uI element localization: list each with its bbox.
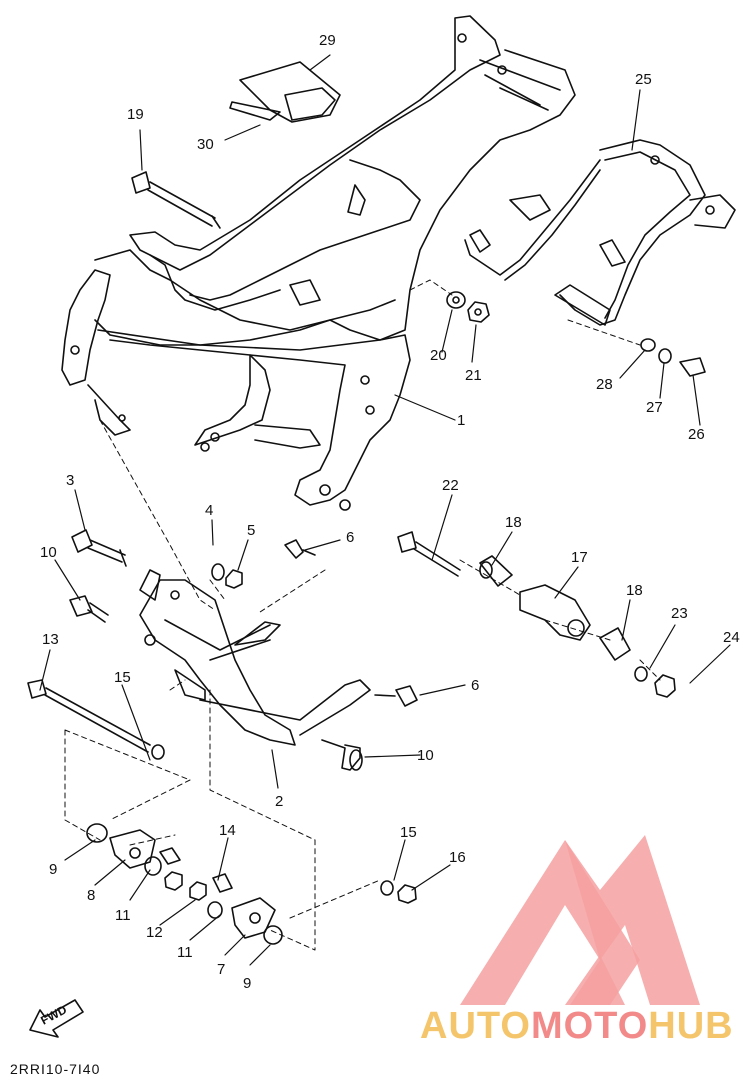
callout-15-left: 15: [114, 669, 131, 686]
callout-24: 24: [723, 629, 740, 646]
washer-4: [211, 563, 225, 581]
callout-1: 1: [457, 412, 466, 429]
callout-21: 21: [465, 367, 482, 384]
callout-15-right: 15: [400, 824, 417, 841]
callout-28: 28: [596, 376, 613, 393]
callout-11-right: 11: [177, 944, 193, 961]
watermark-part-auto: AUTO: [420, 1005, 531, 1047]
diagram-code: 2RRI10-7I40: [10, 1061, 101, 1077]
washer-28: [640, 338, 656, 352]
collar-18-upper: [479, 555, 513, 587]
callout-10-left: 10: [40, 544, 57, 561]
nut-12-b: [189, 881, 207, 901]
washer-20: [446, 291, 466, 309]
watermark-logo: [460, 835, 700, 1005]
bolt-10-left: [69, 595, 109, 623]
bolt-3: [71, 529, 127, 567]
callout-19: 19: [127, 106, 144, 123]
frame-label-sticker: [229, 61, 341, 123]
nut-16: [397, 884, 417, 904]
washer-11-right: [207, 901, 223, 919]
bolt-6-lower: [374, 685, 418, 707]
damper-9-right: [263, 925, 283, 945]
callout-2: 2: [275, 793, 284, 810]
callout-12: 12: [146, 924, 163, 941]
watermark-part-moto: MOTO: [530, 1005, 649, 1047]
callout-4: 4: [205, 502, 214, 519]
callout-8: 8: [87, 887, 96, 904]
callout-26: 26: [688, 426, 705, 443]
callout-18-lower: 18: [626, 582, 643, 599]
washer-11-left: [144, 856, 162, 876]
callout-13: 13: [42, 631, 59, 648]
callout-14: 14: [219, 822, 236, 839]
callout-11-left: 11: [115, 907, 131, 924]
bolt-19: [131, 171, 221, 229]
bolt-26: [679, 357, 706, 377]
bracket-17: [519, 584, 591, 641]
callout-9-right: 9: [243, 975, 252, 992]
callout-6-upper: 6: [346, 529, 355, 546]
damper-9-left: [86, 823, 108, 843]
callout-30: 30: [197, 136, 214, 153]
callout-3: 3: [66, 472, 75, 489]
bolt-6-upper: [284, 539, 316, 559]
washer-15-left: [151, 744, 165, 760]
callout-22: 22: [442, 477, 459, 494]
callout-6-lower: 6: [471, 677, 480, 694]
main-frame: [61, 15, 576, 511]
callout-25: 25: [635, 71, 652, 88]
bolt-10-right: [321, 739, 361, 771]
callout-9-left: 9: [49, 861, 58, 878]
rear-frame-25: [464, 139, 736, 326]
engine-mount-bracket-2: [139, 569, 371, 746]
bracket-7: [231, 897, 276, 939]
watermark-part-hub: HUB: [648, 1005, 734, 1047]
callout-17: 17: [571, 549, 588, 566]
washer-15-right: [380, 880, 394, 896]
nut-5: [225, 569, 243, 589]
callout-10-right: 10: [417, 747, 434, 764]
callout-29: 29: [319, 32, 336, 49]
bolt-22: [397, 531, 461, 577]
watermark-brand: AUTOMOTOHUB: [420, 1005, 734, 1048]
nut-21: [467, 301, 490, 323]
nut-24: [654, 674, 676, 698]
bolt-14-upper: [159, 847, 181, 865]
callout-7: 7: [217, 961, 226, 978]
washer-27: [658, 348, 672, 364]
callout-23: 23: [671, 605, 688, 622]
bolt-14-lower: [212, 873, 233, 893]
callout-27: 27: [646, 399, 663, 416]
bolt-13: [27, 679, 151, 753]
callout-18-upper: 18: [505, 514, 522, 531]
callout-20: 20: [430, 347, 447, 364]
callout-16: 16: [449, 849, 466, 866]
nut-12-a: [164, 871, 183, 891]
fwd-arrow-icon: [29, 999, 84, 1038]
collar-18-lower: [599, 627, 631, 661]
callout-5: 5: [247, 522, 256, 539]
washer-23: [634, 666, 648, 682]
bracket-8: [109, 829, 156, 869]
